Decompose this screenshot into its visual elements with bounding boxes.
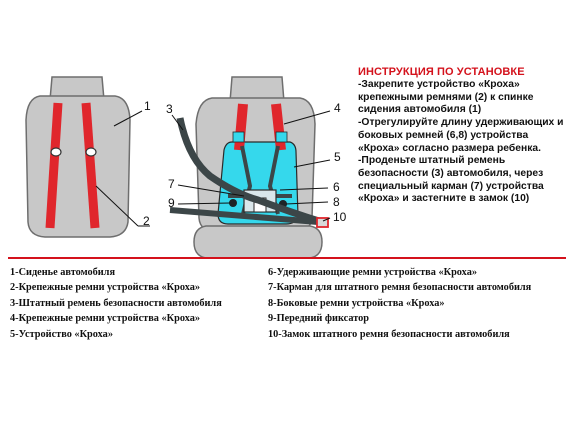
callout-2: 2: [143, 214, 150, 228]
legend-item-9: 9-Передний фиксатор: [268, 313, 370, 325]
legend-item-7: 7-Карман для штатного ремня безопасности…: [268, 282, 532, 294]
strap-join-right: [275, 131, 288, 143]
leader-8: [285, 201, 329, 205]
leader-5: [293, 159, 331, 168]
belt-buckle: [316, 217, 329, 228]
callout-9: 9: [168, 196, 175, 210]
legend-item-6: 6-Удерживающие ремни устройства «Кроха»: [268, 267, 477, 278]
leader-1: [113, 110, 143, 127]
instruction-step-2: -Отрегулируйте длину удерживающих и боко…: [358, 117, 564, 154]
strap-buckle-right: [85, 147, 97, 157]
right-seat: [169, 76, 329, 259]
legend-left-column: 1-Сиденье автомобиля 2-Крепежные ремни у…: [10, 265, 272, 342]
callout-6: 6: [333, 180, 340, 194]
legend-item-1: 1-Сиденье автомобиля: [10, 267, 116, 278]
car-seat-belt-lap: [169, 207, 319, 225]
upper-strap-left: [234, 103, 248, 151]
legend-item-2: 2-Крепежные ремни устройства «Кроха»: [10, 282, 201, 294]
callout-5: 5: [334, 150, 341, 164]
car-seat-belt: [176, 117, 324, 226]
leader-10: [322, 217, 331, 222]
leader-2: [95, 185, 139, 227]
leader-6: [279, 187, 329, 191]
callout-7: 7: [168, 177, 175, 191]
legend-right-column: 6-Удерживающие ремни устройства «Кроха» …: [268, 265, 568, 342]
leader-4: [283, 110, 331, 125]
callout-1: 1: [144, 99, 151, 113]
left-fixing-strap-left: [45, 102, 63, 229]
instruction-step-1: -Закрепите устройство «Кроха» крепежными…: [358, 79, 534, 116]
legend-item-5: 5-Устройство «Кроха»: [10, 328, 113, 340]
leader-3: [171, 114, 184, 131]
leader-9: [177, 202, 231, 205]
upper-strap-right: [271, 103, 286, 151]
divider-line: [8, 257, 566, 259]
strap-ring-left: [229, 199, 237, 207]
instructions-title: ИНСТРУКЦИЯ ПО УСТАНОВКЕ: [358, 66, 525, 78]
leader-7: [177, 184, 245, 197]
legend-item-3: 3-Штатный ремень безопасности автомобиля: [10, 297, 222, 309]
left-fixing-strap-right: [81, 102, 100, 229]
legend-item-10: 10-Замок штатного ремня безопасности авт…: [268, 328, 510, 340]
left-seat: [25, 76, 131, 238]
device-kroha: [217, 141, 299, 225]
instruction-step-3: -Проденьте штатный ремень безопасности (…: [358, 155, 544, 205]
legend-item-4: 4-Крепежные ремни устройства «Кроха»: [10, 313, 201, 325]
strap-buckle-left: [50, 147, 62, 157]
right-seat-cushion: [193, 225, 323, 259]
callout-numbers: 1 2 3 4 5 6 7 8 9 10: [143, 99, 347, 228]
left-seat-back: [25, 95, 131, 238]
legend-item-8: 8-Боковые ремни устройства «Кроха»: [268, 297, 445, 309]
callout-3: 3: [166, 102, 173, 116]
strap-join-left: [232, 131, 245, 143]
installation-instructions: ИНСТРУКЦИЯ ПО УСТАНОВКЕ -Закрепите устро…: [358, 66, 572, 206]
callout-10: 10: [333, 210, 347, 224]
callout-4: 4: [334, 101, 341, 115]
callout-lines: [95, 110, 331, 227]
callout-8: 8: [333, 195, 340, 209]
